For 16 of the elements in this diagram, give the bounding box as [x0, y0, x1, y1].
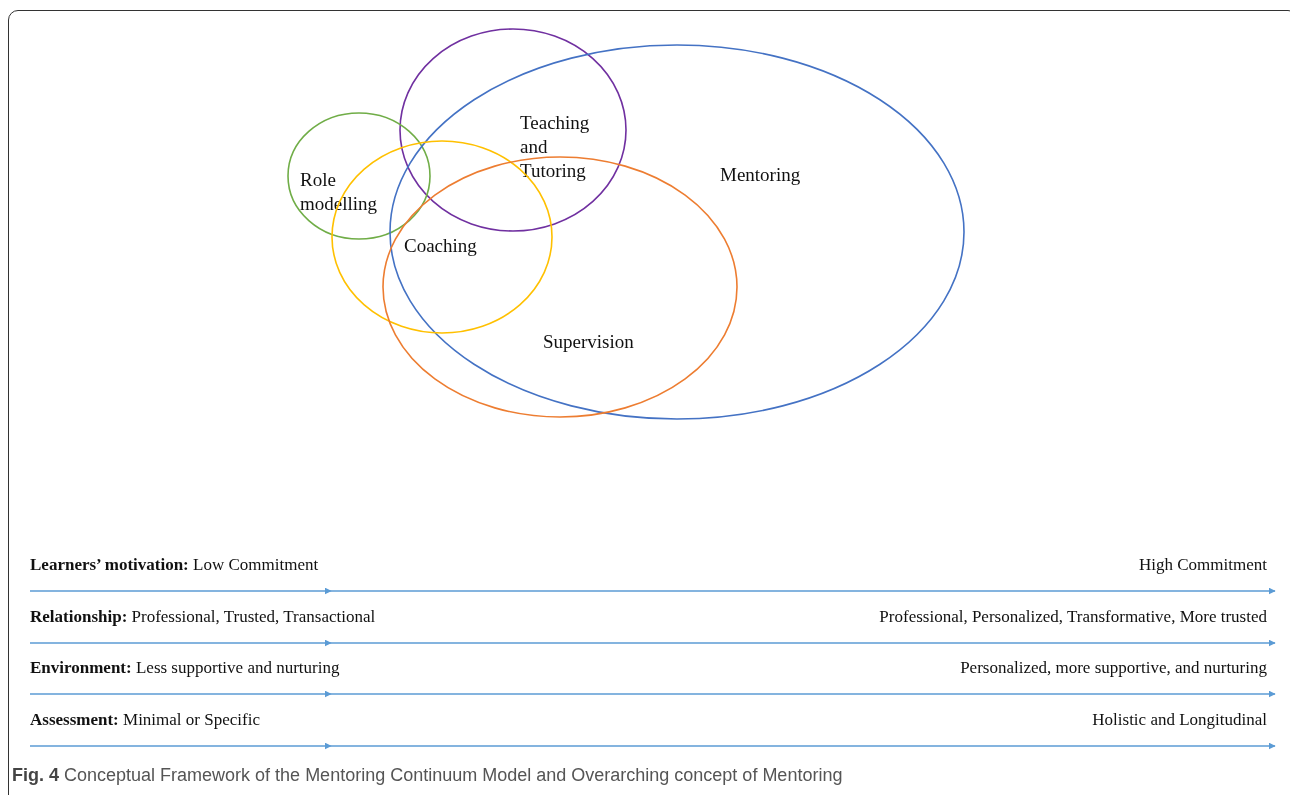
- figure-caption: Fig. 4 Conceptual Framework of the Mentoring Continuum Model and Overarching concept of Mentoring: [12, 765, 843, 786]
- scale-start-label: Assessment: Minimal or Specific: [30, 710, 260, 731]
- scale-start-label: Environment: Less supportive and nurturing: [30, 658, 340, 679]
- scale-end-label: High Commitment: [1139, 555, 1267, 575]
- scale-end-label: Personalized, more supportive, and nurturing: [960, 658, 1267, 679]
- node-label: Coaching: [404, 234, 478, 258]
- scale-start-label: Relationship: Professional, Trusted, Transactional: [30, 606, 376, 627]
- ellipse-node: [287, 112, 431, 240]
- ellipse-node: [399, 28, 627, 232]
- ellipse-node: [389, 44, 965, 420]
- scale-end-label: Holistic and Longitudinal: [1092, 710, 1267, 731]
- scale-start-label: Learners’ motivation: Low Commitment: [30, 555, 319, 575]
- node-label: Mentoring: [720, 163, 802, 187]
- node-label: Supervision: [543, 330, 635, 354]
- scale-end-label: Professional, Personalized, Transformative, More trusted: [879, 606, 1267, 627]
- node-label: Teaching and Tutoring: [520, 111, 591, 183]
